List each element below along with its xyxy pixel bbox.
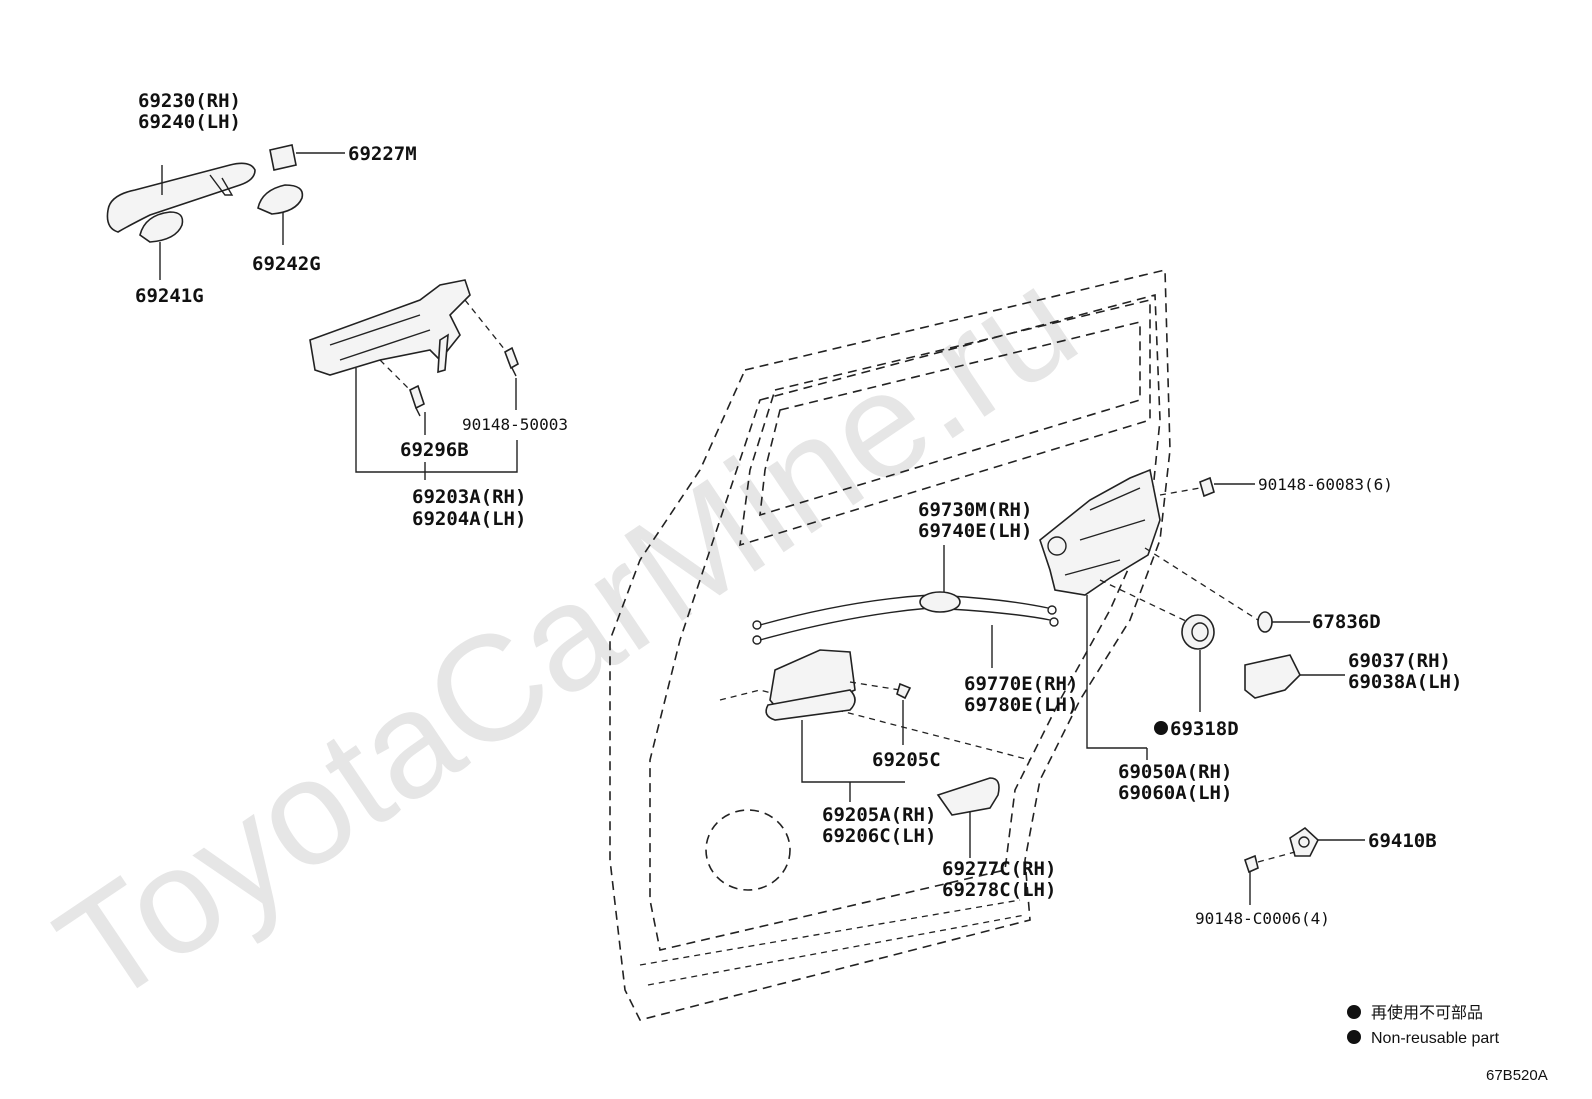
- label-69780E: 69780E(LH): [964, 694, 1078, 716]
- label-69740E: 69740E(LH): [918, 520, 1032, 542]
- lock-cover: [1244, 654, 1345, 699]
- label-90148-C0006: 90148-C0006(4): [1195, 909, 1330, 928]
- label-69296B: 69296B: [400, 439, 469, 461]
- label-69240: 69240(LH): [138, 111, 241, 133]
- door-lock-assembly: [1039, 468, 1161, 596]
- diagram-code: 67B520A: [1486, 1067, 1548, 1084]
- label-69242G: 69242G: [252, 253, 321, 275]
- label-69060A: 69060A(LH): [1118, 782, 1232, 804]
- lock-cables: [752, 591, 1059, 645]
- label-69203A: 69203A(RH): [412, 486, 526, 508]
- striker-69410B: [1289, 826, 1365, 857]
- inside-handle: [765, 649, 856, 721]
- handle-frame: [309, 279, 471, 376]
- label-69205A: 69205A(RH): [822, 804, 936, 826]
- handle-cap: [269, 144, 345, 171]
- label-69204A: 69204A(LH): [412, 508, 526, 530]
- label-69038A: 69038A(LH): [1348, 671, 1462, 693]
- screw-90148-C0006: [1244, 851, 1296, 874]
- bolt-90148-50003: [504, 346, 519, 377]
- door-outline: [609, 268, 1171, 1021]
- handle-cap-69205C: [896, 682, 912, 700]
- legend-dot-1: [1347, 1005, 1361, 1019]
- label-69206C: 69206C(LH): [822, 825, 936, 847]
- watermark-text: ToyotaCarMine.ru: [29, 235, 1104, 1036]
- bolt-69296B: [409, 384, 425, 417]
- label-69050A: 69050A(RH): [1118, 761, 1232, 783]
- screw-90148-60083: [1159, 476, 1255, 498]
- label-69227M: 69227M: [348, 143, 417, 165]
- label-69205C: 69205C: [872, 749, 941, 771]
- legend-line-2: Non-reusable part: [1371, 1030, 1500, 1047]
- label-69410B: 69410B: [1368, 830, 1437, 852]
- lock-seal-69318D: [1181, 614, 1215, 650]
- label-69241G: 69241G: [135, 285, 204, 307]
- outside-handle: [106, 162, 256, 233]
- legend: 再使用不可部品 Non-reusable part: [1347, 1004, 1500, 1047]
- label-69770E: 69770E(RH): [964, 673, 1078, 695]
- legend-dot-2: [1347, 1030, 1361, 1044]
- handle-pad-rear: [257, 184, 304, 245]
- speaker-hole: [705, 809, 791, 891]
- label-69278C: 69278C(LH): [942, 879, 1056, 901]
- handle-pad-front: [139, 211, 184, 280]
- label-69730M: 69730M(RH): [918, 499, 1032, 521]
- label-69037: 69037(RH): [1348, 650, 1451, 672]
- non-reusable-mark-69318D: [1154, 721, 1168, 735]
- label-90148-60083: 90148-60083(6): [1258, 475, 1393, 494]
- label-69277C: 69277C(RH): [942, 858, 1056, 880]
- legend-line-1: 再使用不可部品: [1371, 1004, 1483, 1022]
- label-69318D: 69318D: [1170, 718, 1239, 740]
- handle-bezel: [936, 777, 1000, 816]
- label-90148-50003: 90148-50003: [462, 415, 568, 434]
- label-67836D: 67836D: [1312, 611, 1381, 633]
- label-69230: 69230(RH): [138, 90, 241, 112]
- grommet-67836D: [1257, 611, 1273, 633]
